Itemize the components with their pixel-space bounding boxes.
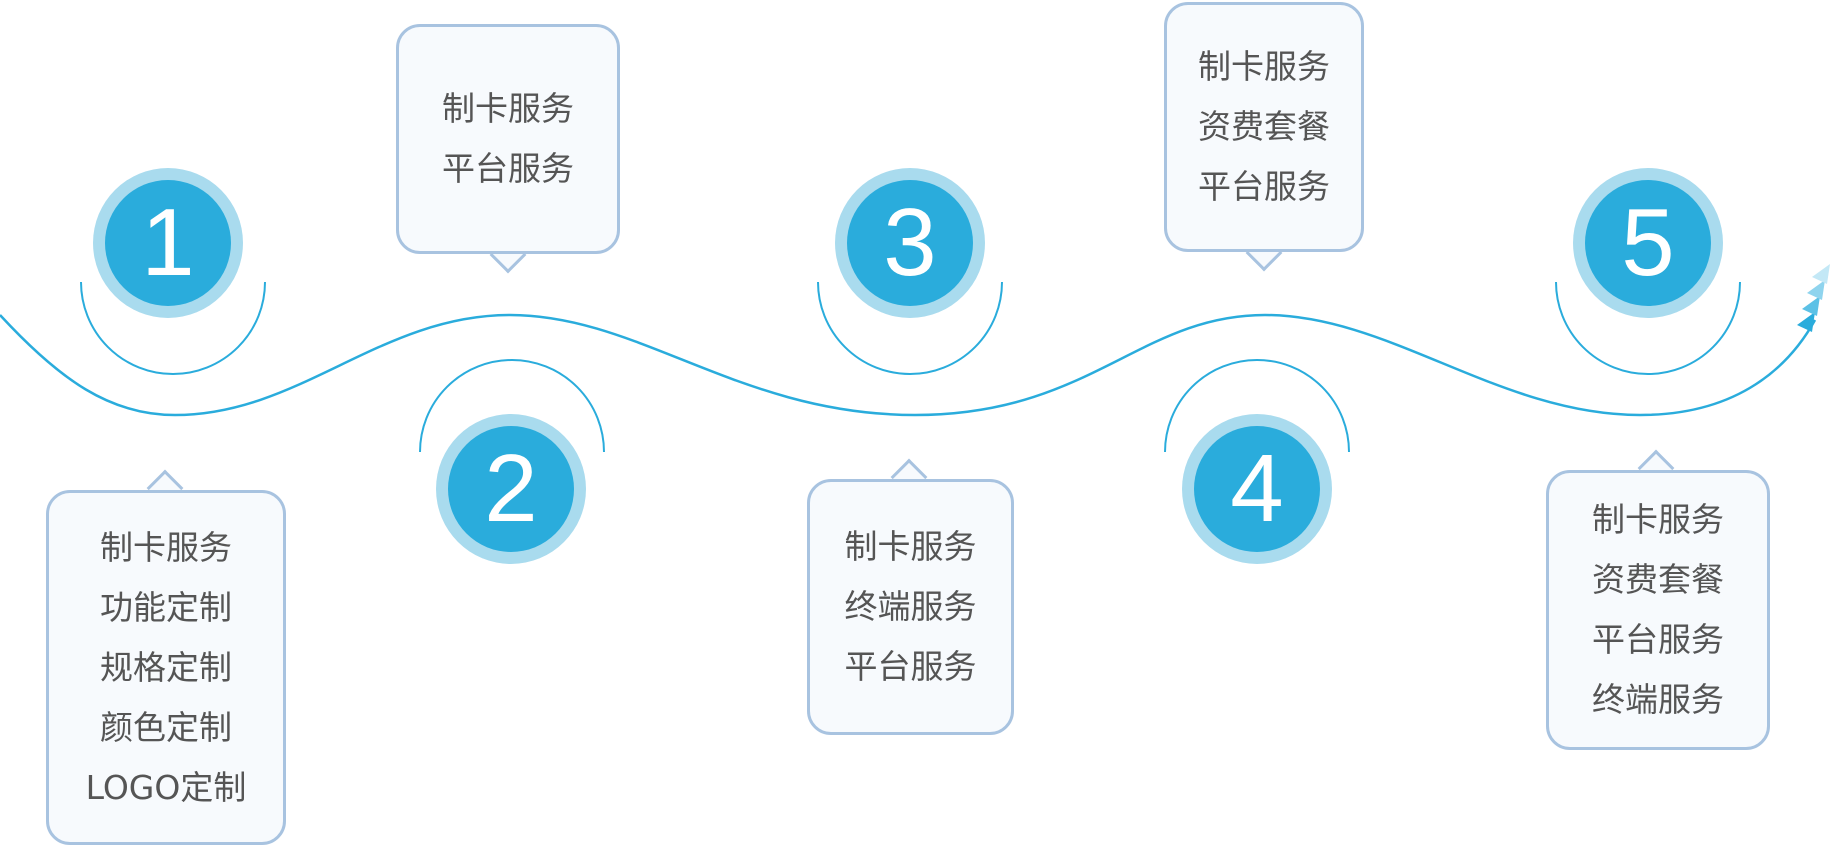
callout-3-item: 平台服务 <box>844 647 977 686</box>
step-2-circle: 2 <box>436 414 586 564</box>
callout-1-item: 规格定制 <box>100 647 232 687</box>
step-5-number: 5 <box>1585 180 1711 306</box>
callout-step-1: 制卡服务 功能定制 规格定制 颜色定制 LOGO定制 <box>46 490 286 845</box>
step-5-arc <box>1555 281 1741 375</box>
step-4-number: 4 <box>1194 426 1320 552</box>
step-4-circle: 4 <box>1182 414 1332 564</box>
wave-line <box>0 313 1817 417</box>
callout-5-item: 平台服务 <box>1592 620 1724 659</box>
step-4-arc <box>1164 359 1350 453</box>
callout-1-item: 功能定制 <box>100 587 232 627</box>
callout-3-item: 制卡服务 <box>844 527 977 566</box>
step-1-arc <box>80 281 266 375</box>
step-2-arc <box>419 359 605 453</box>
arrow-head-icon <box>1797 264 1830 332</box>
callout-step-2: 制卡服务 平台服务 <box>396 24 620 254</box>
callout-5-item: 制卡服务 <box>1592 500 1724 539</box>
callout-1-item: LOGO定制 <box>85 767 247 807</box>
step-1-number: 1 <box>105 180 231 306</box>
step-3-number: 3 <box>847 180 973 306</box>
callout-1-item: 制卡服务 <box>100 527 232 567</box>
callout-4-item: 资费套餐 <box>1198 107 1330 146</box>
callout-4-item: 制卡服务 <box>1198 47 1330 86</box>
callout-3-item: 终端服务 <box>844 587 977 626</box>
step-3-circle: 3 <box>835 168 985 318</box>
callout-2-item: 制卡服务 <box>442 89 574 128</box>
callout-5-item: 终端服务 <box>1592 680 1724 719</box>
callout-step-4: 制卡服务 资费套餐 平台服务 <box>1164 2 1364 252</box>
callout-5-item: 资费套餐 <box>1592 560 1724 599</box>
callout-1-item: 颜色定制 <box>100 707 232 747</box>
step-5-circle: 5 <box>1573 168 1723 318</box>
callout-step-3: 制卡服务 终端服务 平台服务 <box>807 479 1014 735</box>
step-2-number: 2 <box>448 426 574 552</box>
step-3-arc <box>817 281 1003 375</box>
callout-step-5: 制卡服务 资费套餐 平台服务 终端服务 <box>1546 470 1770 750</box>
callout-2-item: 平台服务 <box>442 149 574 188</box>
callout-4-item: 平台服务 <box>1198 167 1330 206</box>
step-1-circle: 1 <box>93 168 243 318</box>
